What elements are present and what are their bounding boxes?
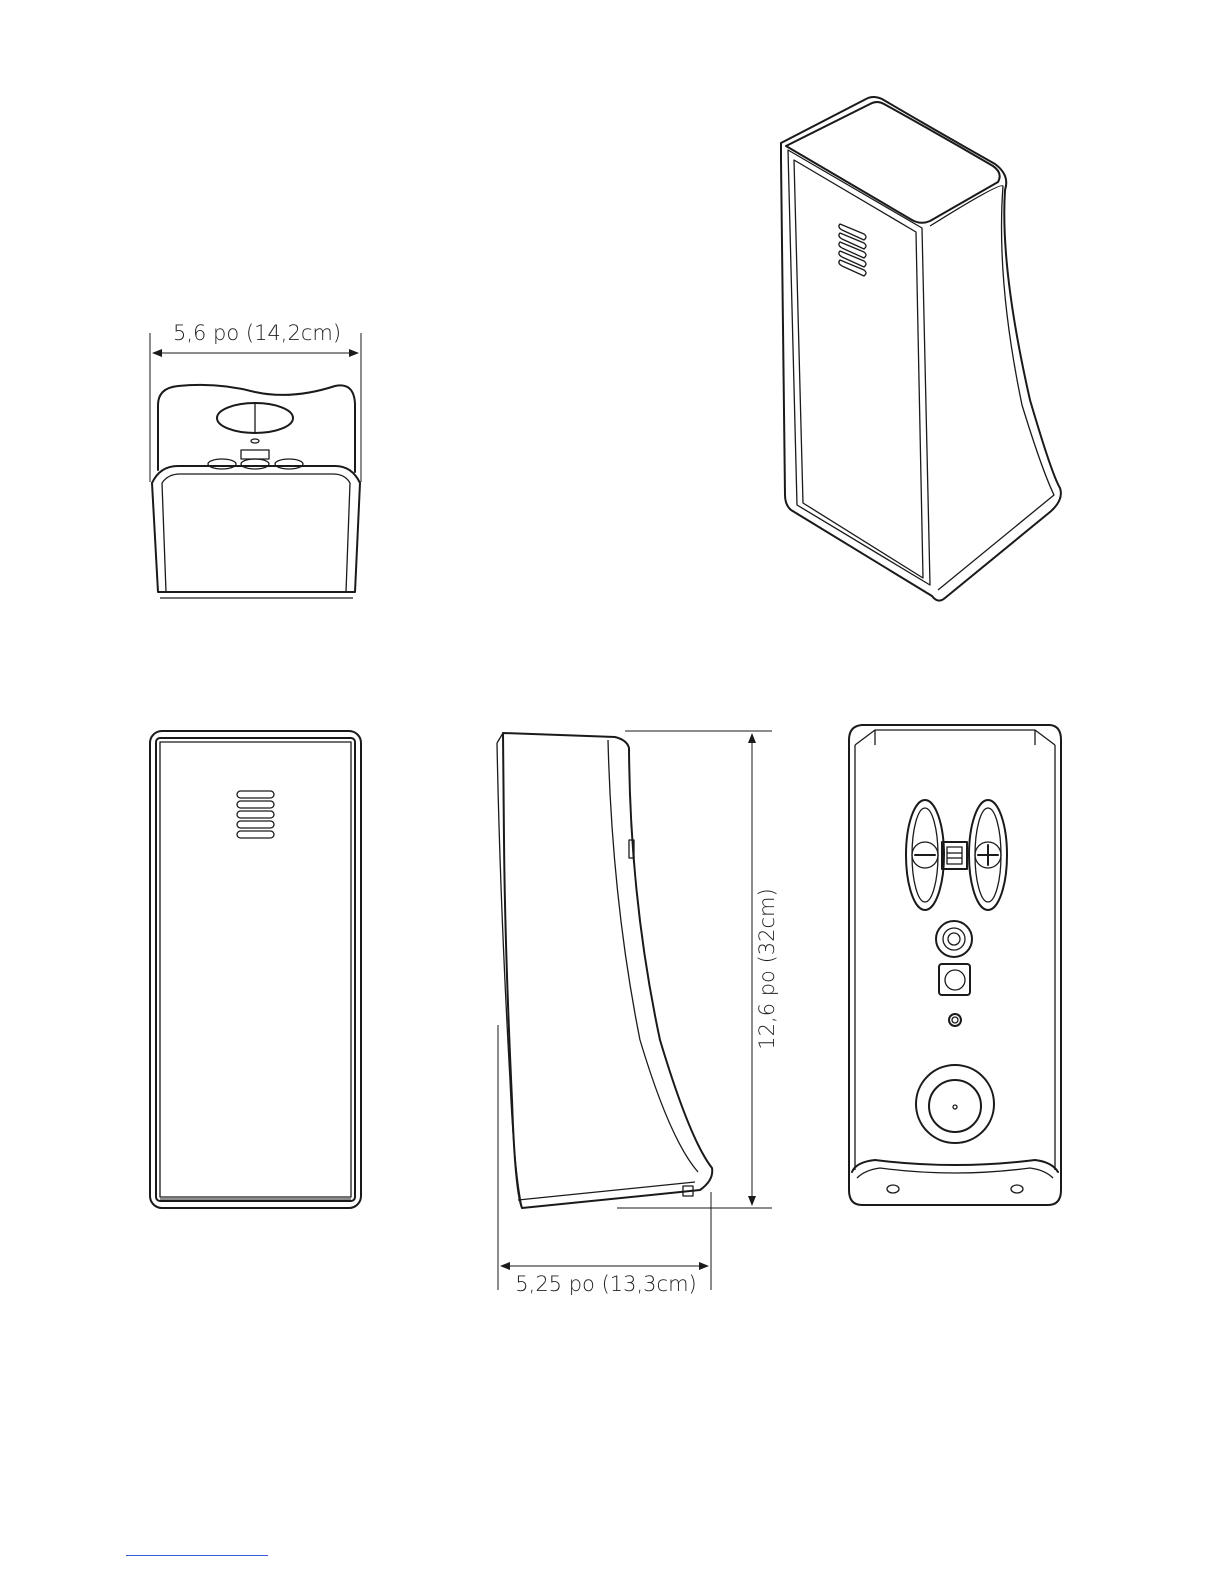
depth-dimension-label: 5,25 po (13,3cm) — [515, 1272, 696, 1296]
back-foot-left — [887, 1185, 899, 1193]
isometric-view — [781, 97, 1061, 601]
binding-post-negative — [906, 800, 944, 910]
bass-port — [916, 1065, 994, 1143]
terminal-left — [208, 459, 236, 469]
isometric-body — [781, 97, 1061, 601]
isometric-top-face — [786, 102, 1000, 223]
front-grille — [237, 791, 274, 838]
terminal-connector — [942, 842, 967, 869]
terminal-block — [241, 450, 269, 459]
side-view: 12,6 po (32cm) 5,25 po (13,3cm) — [497, 731, 779, 1296]
isometric-front-face — [788, 150, 930, 585]
back-view — [849, 725, 1061, 1205]
isometric-side-face — [930, 186, 1054, 590]
front-view — [150, 731, 361, 1208]
led-indicator — [949, 1014, 961, 1026]
front-outer-frame — [150, 731, 361, 1208]
audio-jack — [936, 921, 972, 957]
top-view: 5,6 po (14,2cm) — [150, 321, 361, 598]
dc-input — [939, 964, 970, 995]
binding-post-positive — [969, 800, 1007, 910]
footer-underline — [126, 1555, 268, 1556]
back-foot-right — [1011, 1185, 1023, 1193]
side-body — [503, 733, 712, 1208]
height-dimension-label: 12,6 po (32cm) — [755, 888, 779, 1049]
terminal-right — [275, 459, 303, 469]
top-view-front-body — [152, 483, 360, 592]
width-dimension-label: 5,6 po (14,2cm) — [173, 321, 341, 345]
front-panel — [160, 742, 351, 1197]
isometric-grille — [839, 224, 866, 276]
